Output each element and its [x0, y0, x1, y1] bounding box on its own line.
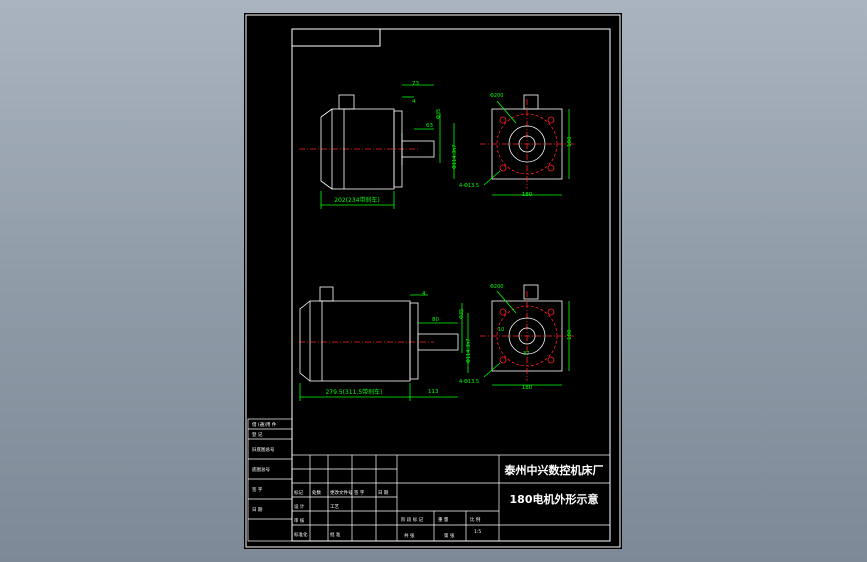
- strip-label-1: 借 (通)用 件: [252, 421, 277, 428]
- bottom-side-view: 279.5(311.5带刹车) 113 4 80 Φ35 Φ114.3h7: [299, 286, 472, 401]
- role-2: 审 核: [294, 517, 305, 524]
- role-1: 设 计: [294, 503, 305, 510]
- role-5: 批 准: [330, 531, 341, 538]
- top-front-holes: 4-Φ13.5: [459, 183, 479, 189]
- top-dim-a: 73: [412, 81, 419, 87]
- bottom-dim-a: 4: [422, 291, 426, 297]
- role-4: 工艺: [330, 504, 339, 510]
- bottom-body: [309, 300, 411, 382]
- bottom-front-height: 180: [567, 329, 573, 340]
- bottom-length-label: 279.5(311.5带刹车): [325, 388, 382, 396]
- top-side-view: 202(234带刹车) 73 4 63 Φ35 Φ114.3h7: [299, 81, 458, 209]
- drawing-title: 180电机外形示意: [510, 492, 599, 506]
- strip-label-2: 登 记: [252, 431, 263, 438]
- top-front-connector: [523, 94, 539, 110]
- strip-label-3: 旧底图总号: [252, 446, 275, 453]
- top-rear-cap: [320, 108, 333, 190]
- bottom-connector: [319, 286, 334, 302]
- title-block-text: 借 (通)用 件 登 记 旧底图总号 底图总号 签 字 日 期 标记 处数 更改…: [252, 421, 604, 539]
- top-connector: [338, 94, 355, 110]
- bottom-shaft-dia: Φ35: [459, 309, 465, 319]
- top-dim-b: 4: [412, 99, 416, 105]
- strip-label-4: 底图总号: [252, 466, 270, 473]
- bottom-key-a: 10: [498, 327, 504, 333]
- sheet-total: 共 张: [404, 532, 415, 539]
- change-col-1: 标记: [294, 489, 303, 496]
- strip-label-5: 签 字: [252, 486, 263, 493]
- bottom-front-pcd: Φ200: [490, 284, 503, 290]
- bottom-front-width: 180: [522, 385, 533, 391]
- bottom-rear-cap: [299, 300, 311, 382]
- bottom-key-b: 37: [523, 351, 529, 357]
- top-front-pcd: Φ200: [490, 93, 503, 99]
- bottom-front-view: 180 180 Φ200 4-Φ13.5 10 37: [459, 284, 574, 391]
- top-front-view: 180 180 Φ200 4-Φ13.5: [459, 93, 574, 198]
- role-3: 标准化: [294, 531, 308, 538]
- outer-frame: [245, 14, 621, 548]
- drawing-sheet: 202(234带刹车) 73 4 63 Φ35 Φ114.3h7: [244, 13, 622, 549]
- top-pilot-circle: [508, 125, 546, 163]
- top-front-height: 180: [567, 136, 573, 147]
- bottom-shaft: [417, 333, 459, 351]
- drawing-canvas: 202(234带刹车) 73 4 63 Φ35 Φ114.3h7: [245, 14, 621, 548]
- top-shaft-dia: Φ35: [436, 109, 442, 119]
- scale-value: 1:5: [474, 529, 481, 535]
- bottom-dim-b: 80: [432, 317, 439, 323]
- bottom-overhang: 113: [428, 389, 439, 395]
- change-col-5: 日 期: [378, 490, 389, 496]
- code-box: [291, 28, 381, 47]
- weight-label: 重 量: [438, 516, 449, 523]
- company-name: 泰州中兴数控机床厂: [504, 463, 604, 477]
- top-dim-c: 63: [426, 123, 433, 129]
- change-col-4: 签 字: [354, 489, 365, 496]
- top-front-width: 180: [522, 192, 533, 198]
- bottom-front-holes: 4-Φ13.5: [459, 379, 479, 385]
- top-shaft-circle: [518, 135, 536, 153]
- bottom-flange: [409, 302, 419, 380]
- stage-label: 阶 段 标 记: [401, 516, 424, 523]
- bottom-pilot-dia: Φ114.3h7: [466, 338, 472, 363]
- top-length-label: 202(234带刹车): [334, 196, 380, 204]
- sheet-number: 第 张: [444, 532, 455, 539]
- top-pcd-circle: [496, 113, 558, 175]
- strip-label-6: 日 期: [252, 507, 263, 513]
- change-col-3: 更改文件号: [330, 489, 353, 496]
- title-block: [247, 418, 611, 542]
- change-col-2: 处数: [312, 489, 321, 496]
- scale-label: 比 例: [470, 516, 481, 523]
- bottom-pcd-circle: [496, 305, 558, 367]
- top-pilot-dia: Φ114.3h7: [452, 144, 458, 169]
